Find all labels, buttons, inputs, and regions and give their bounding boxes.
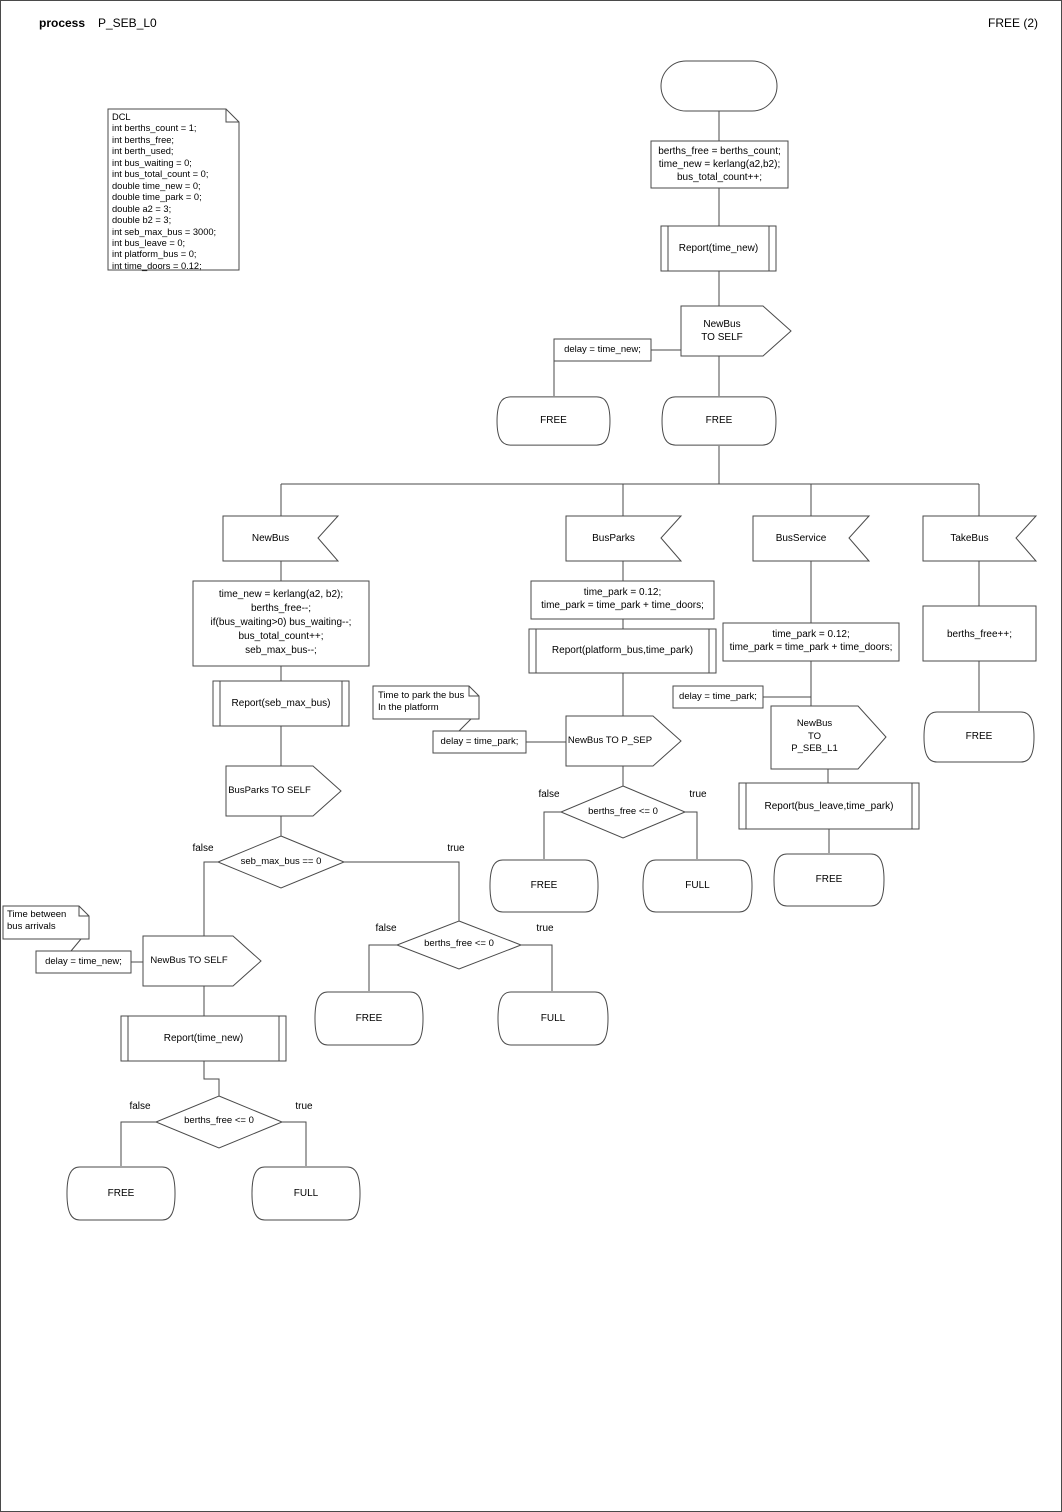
decision-berths-free-2-text: berths_free <= 0 bbox=[424, 938, 494, 949]
takebus-task-text: berths_free++; bbox=[946, 629, 1013, 640]
decision4-true-label: true bbox=[689, 789, 707, 800]
output-newbus-self-2-text: NewBus TO SELF bbox=[150, 955, 228, 966]
state-free-e-text: FREE bbox=[965, 731, 993, 742]
state-full-b-text: FULL bbox=[540, 1013, 566, 1024]
decision-seb-max-bus bbox=[216, 835, 346, 889]
state-full-a-text: FULL bbox=[293, 1188, 319, 1199]
busparks-task-text: time_park = 0.12; time_park = time_park … bbox=[541, 587, 704, 611]
output-busparks-self-text: BusParks TO SELF bbox=[228, 785, 311, 796]
output-newbus-self-symbol bbox=[680, 305, 792, 357]
process-name: P_SEB_L0 bbox=[98, 16, 157, 30]
output-newbus-psep-symbol bbox=[565, 715, 682, 767]
output-busparks-self-symbol bbox=[225, 765, 342, 817]
decision1-false-label: false bbox=[192, 843, 214, 854]
comment-time-to-park-text: Time to park the bus In the platform bbox=[378, 690, 465, 713]
state-full-c-text: FULL bbox=[685, 880, 710, 891]
connector-lines bbox=[70, 111, 980, 1166]
input-newbus-symbol bbox=[222, 515, 340, 562]
input-busservice-symbol bbox=[752, 515, 871, 562]
output-newbus-pseb-l1-text: NewBus TO P_SEB_L1 bbox=[791, 718, 838, 754]
delay-time-park-text: delay = time_park; bbox=[440, 736, 519, 747]
delay-time-new-box bbox=[553, 338, 652, 362]
input-newbus-text: NewBus bbox=[251, 533, 290, 544]
takebus-task-box bbox=[922, 605, 1037, 662]
report-time-new-text: Report(time_new) bbox=[678, 243, 759, 254]
report-time-new-box-2 bbox=[120, 1015, 287, 1062]
report-platform-bus-box bbox=[528, 628, 717, 674]
comment-time-to-park-box bbox=[372, 685, 480, 720]
report-time-new-box bbox=[660, 225, 777, 272]
report-time-new-2-text: Report(time_new) bbox=[163, 1033, 244, 1044]
decision2-false-label: false bbox=[129, 1101, 151, 1112]
init-task-text: berths_free = berths_count; time_new = k… bbox=[658, 146, 781, 183]
busservice-task-text: time_park = 0.12; time_park = time_park … bbox=[729, 629, 893, 653]
output-newbus-pseb-l1-symbol bbox=[770, 705, 887, 770]
decision-berths-free-2 bbox=[395, 920, 523, 970]
state-free-left-text: FREE bbox=[540, 415, 567, 426]
delay-time-park-box-2 bbox=[672, 685, 764, 709]
input-busservice-text: BusService bbox=[775, 533, 827, 544]
decision-berths-free-1-text: berths_free <= 0 bbox=[184, 1115, 254, 1126]
newbus-task-box bbox=[192, 580, 370, 667]
output-newbus-self-text: NewBus TO SELF bbox=[701, 319, 743, 343]
page-state-label: FREE (2) bbox=[987, 16, 1038, 30]
report-platform-bus-text: Report(platform_bus,time_park) bbox=[551, 645, 694, 656]
report-bus-leave-text: Report(bus_leave,time_park) bbox=[764, 801, 894, 812]
start-symbol bbox=[660, 60, 778, 112]
delay-time-park-2-text: delay = time_park; bbox=[679, 691, 757, 702]
busparks-task-box bbox=[530, 580, 715, 620]
state-free-a-text: FREE bbox=[107, 1188, 135, 1199]
output-newbus-self-symbol-2 bbox=[142, 935, 262, 987]
decision3-false-label: false bbox=[375, 923, 397, 934]
input-takebus-text: TakeBus bbox=[950, 533, 989, 544]
delay-time-park-box bbox=[432, 730, 527, 754]
state-free-right-text: FREE bbox=[705, 415, 733, 426]
decision-seb-max-bus-text: seb_max_bus == 0 bbox=[240, 856, 322, 867]
state-free-d-text: FREE bbox=[815, 874, 843, 885]
delay-time-new-2-text: delay = time_new; bbox=[45, 956, 122, 967]
input-busparks-symbol bbox=[565, 515, 683, 562]
delay-time-new-box-2 bbox=[35, 950, 132, 974]
dcl-text: DCL int berths_count = 1; int berths_fre… bbox=[112, 112, 217, 271]
delay-time-new-text: delay = time_new; bbox=[564, 344, 641, 355]
report-seb-max-bus-text: Report(seb_max_bus) bbox=[231, 698, 331, 709]
output-newbus-psep-text: NewBus TO P_SEP bbox=[567, 735, 653, 746]
decision-berths-free-3 bbox=[559, 785, 687, 839]
decision-berths-free-3-text: berths_free <= 0 bbox=[588, 806, 658, 817]
busservice-task-box bbox=[722, 622, 900, 662]
comment-time-between-fold bbox=[78, 906, 89, 917]
decision1-true-label: true bbox=[447, 843, 465, 854]
dcl-declarations-box bbox=[107, 108, 240, 271]
process-label: process bbox=[39, 16, 86, 30]
decision3-true-label: true bbox=[536, 923, 554, 934]
report-bus-leave-box bbox=[738, 782, 920, 830]
decision2-true-label: true bbox=[295, 1101, 313, 1112]
state-free-b-text: FREE bbox=[355, 1013, 383, 1024]
newbus-task-text: time_new = kerlang(a2, b2); berths_free-… bbox=[210, 589, 352, 656]
dcl-fold-corner bbox=[225, 109, 239, 123]
comment-time-between-box bbox=[2, 905, 90, 940]
report-seb-max-bus-box bbox=[212, 680, 350, 727]
input-busparks-text: BusParks bbox=[592, 533, 635, 544]
decision-berths-free-1 bbox=[154, 1095, 284, 1149]
comment-time-between-text: Time between bus arrivals bbox=[7, 909, 67, 932]
init-task-box bbox=[650, 140, 789, 189]
state-free-c-text: FREE bbox=[530, 880, 558, 891]
input-takebus-symbol bbox=[922, 515, 1038, 562]
decision4-false-label: false bbox=[538, 789, 560, 800]
comment-time-to-park-fold bbox=[468, 686, 479, 697]
